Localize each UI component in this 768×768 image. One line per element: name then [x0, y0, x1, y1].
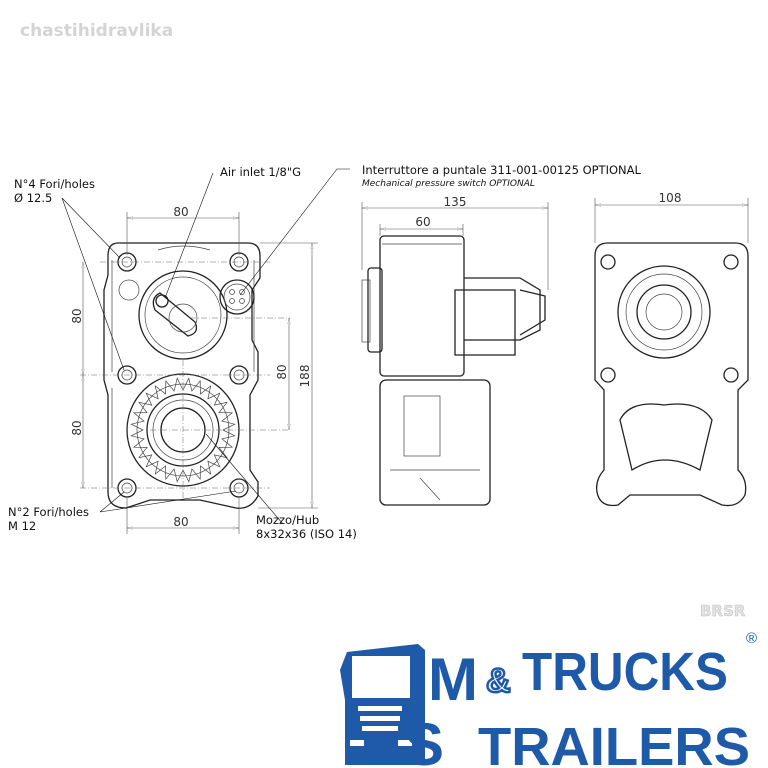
logo-trucks: TRUCKS [522, 642, 728, 702]
logo-ampersand: & [486, 662, 511, 700]
dim-side-length: 135 [444, 195, 467, 209]
watermark-text: chastihidravlika [20, 21, 173, 41]
holes4-diameter: Ø 12.5 [14, 191, 52, 205]
pressure-switch [219, 279, 255, 315]
dim-side-flange: 60 [415, 215, 430, 229]
switch-label: Interruttore a puntale 311-001-00125 OPT… [362, 163, 641, 177]
company-logo: M S TRUCKS & TRAILERS ® [340, 630, 757, 768]
logo-s: S [404, 711, 444, 768]
side-view: 135 60 [361, 195, 549, 506]
rear-view: 108 [594, 191, 749, 507]
hub-label: Mozzo/Hub [256, 513, 319, 527]
logo-m: M [428, 646, 478, 713]
switch-sublabel: Mechanical pressure switch OPTIONAL [362, 179, 535, 189]
dim-front-bottom: 80 [173, 515, 188, 529]
dim-front-top: 80 [173, 205, 188, 219]
dim-front-right-inner: 80 [275, 364, 289, 379]
dim-front-left-upper: 80 [70, 308, 84, 323]
corner-watermark: BRSR [700, 602, 746, 620]
registered-mark: ® [746, 630, 757, 647]
air-inlet-port [155, 294, 169, 308]
holes2-label: N°2 Fori/holes [8, 505, 89, 519]
front-dimensions: 80 80 80 80 188 80 [70, 205, 318, 534]
holes2-thread: M 12 [8, 519, 36, 533]
truck-icon [340, 644, 425, 765]
front-view [80, 242, 290, 509]
dim-front-left-lower: 80 [70, 420, 84, 435]
cylinder-cover [138, 270, 228, 360]
logo-trailers: TRAILERS [478, 717, 750, 768]
leader-lines [61, 168, 350, 525]
air-inlet-label: Air inlet 1/8"G [220, 165, 301, 179]
hub-spec: 8x32x36 (ISO 14) [256, 527, 357, 541]
holes4-label: N°4 Fori/holes [14, 177, 95, 191]
dim-rear-width: 108 [659, 191, 682, 205]
gear-teeth [130, 377, 236, 483]
dim-front-height: 188 [298, 365, 312, 388]
